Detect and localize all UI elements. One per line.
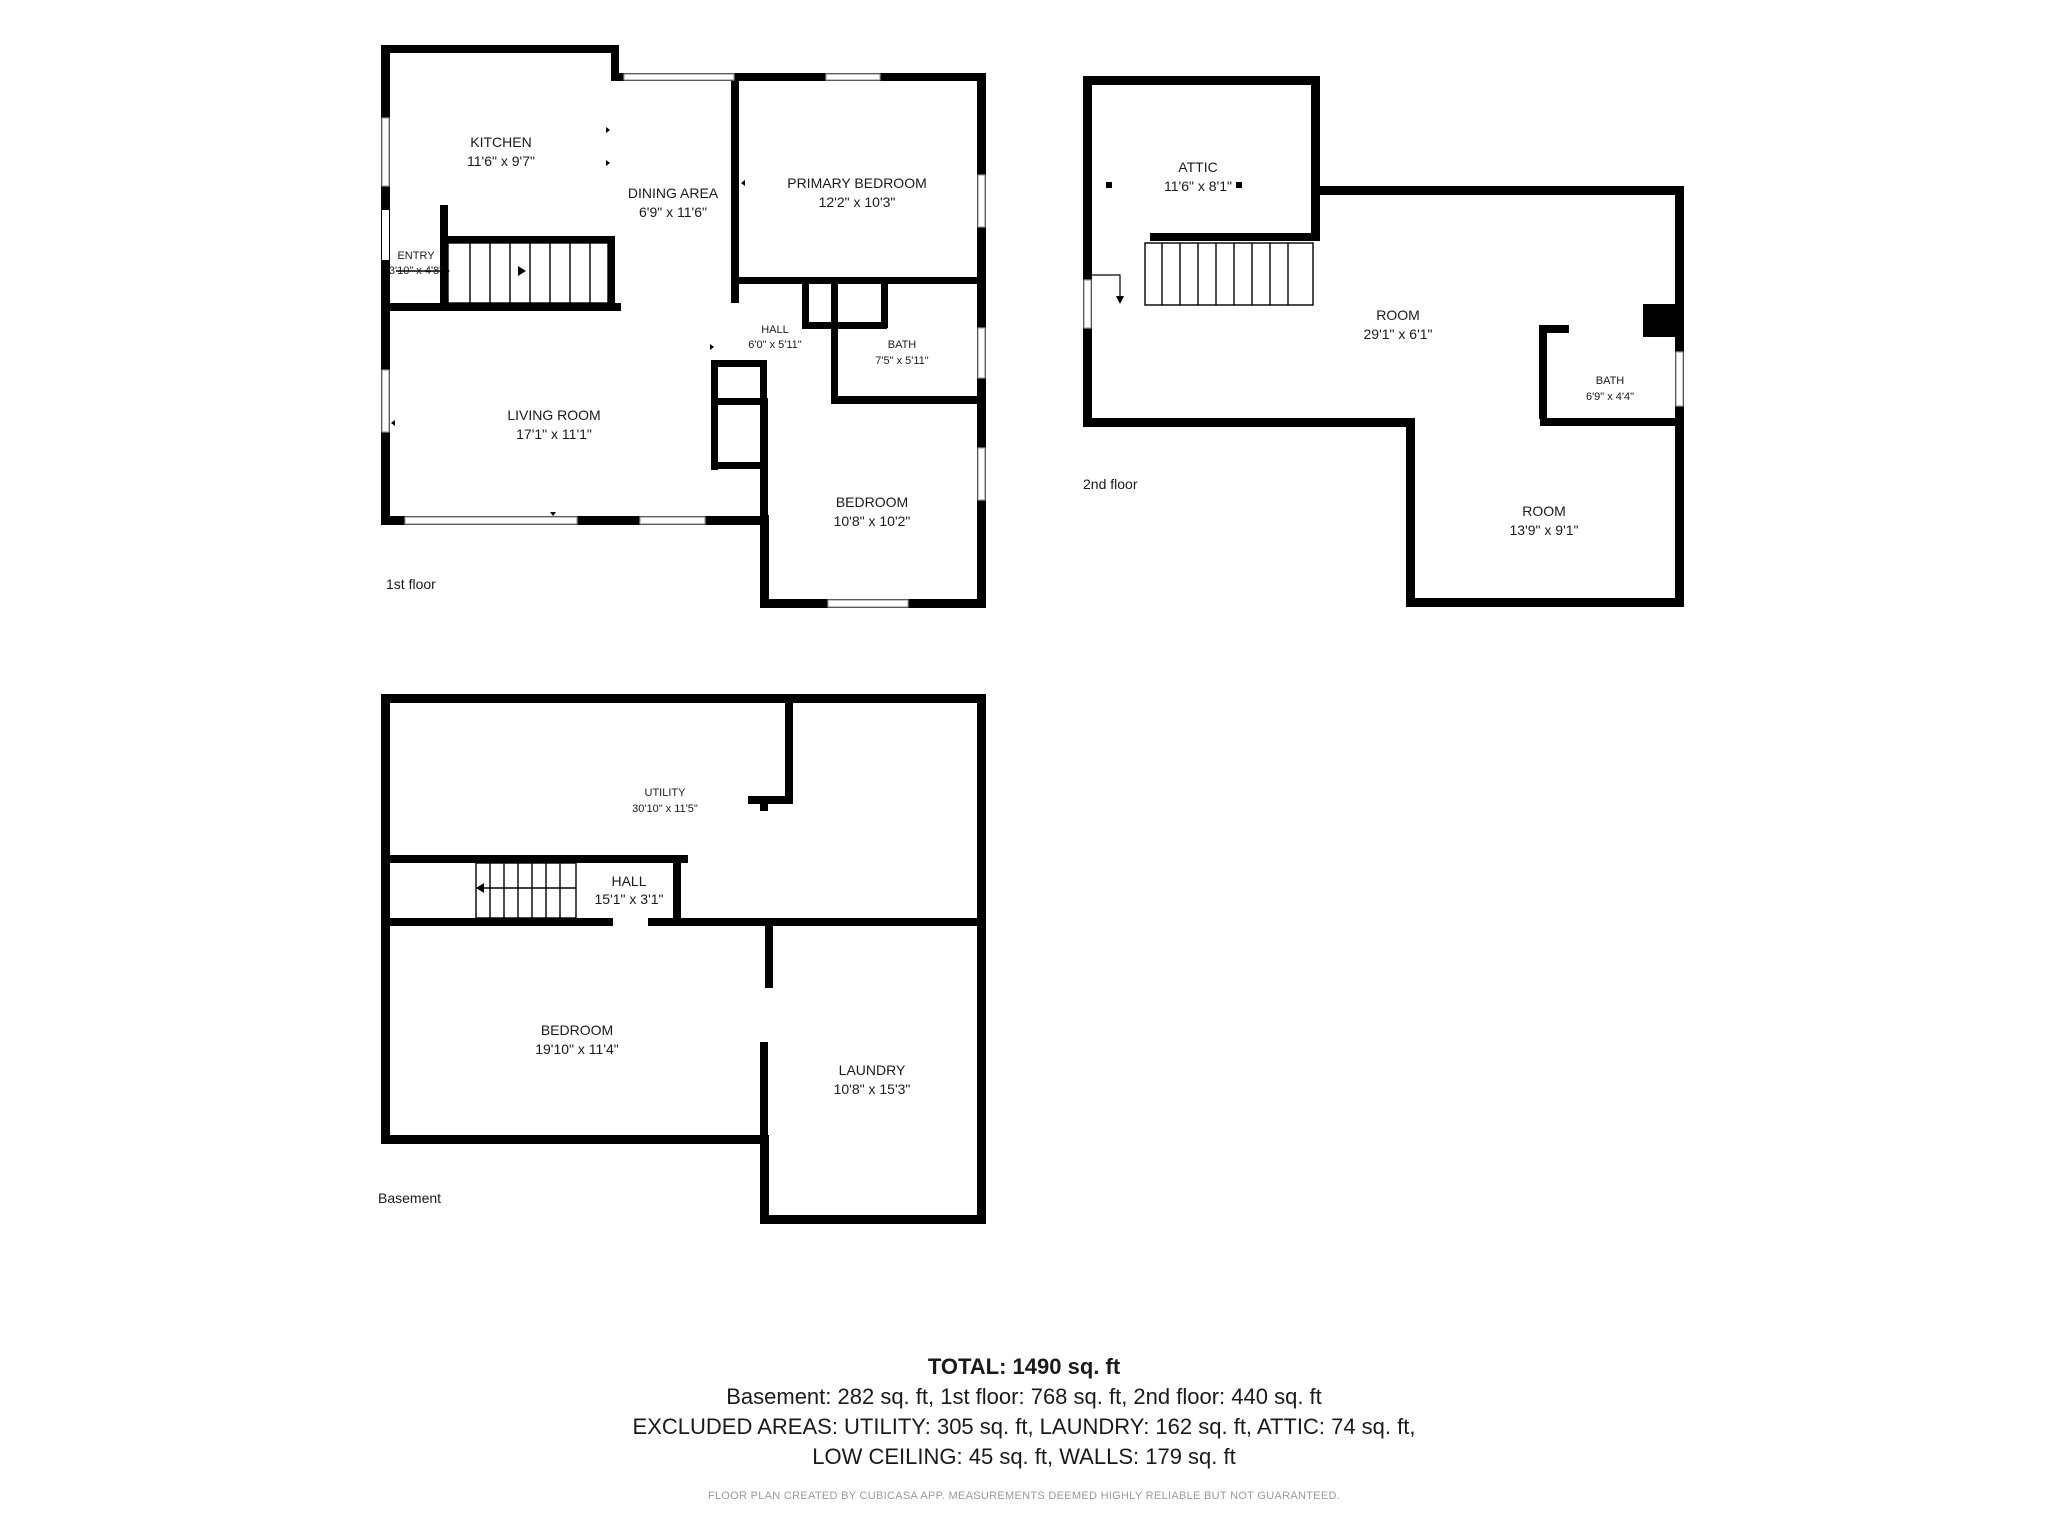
room-dims: 11'6" x 8'1": [1164, 178, 1232, 194]
room-name: HALL: [761, 324, 789, 336]
room-name: ENTRY: [397, 250, 435, 262]
room-name: LAUNDRY: [839, 1062, 906, 1078]
floor-label-basement: Basement: [378, 1190, 441, 1206]
room-name: BEDROOM: [836, 494, 908, 510]
first-floor-stairs: [396, 242, 609, 304]
room-name: DINING AREA: [628, 185, 719, 201]
room-name: UTILITY: [645, 787, 687, 799]
room-dims: 10'8" x 10'2": [834, 513, 911, 529]
room-name: ROOM: [1376, 307, 1420, 323]
room-dims: 6'9" x 4'4": [1586, 391, 1634, 403]
room-dims: 29'1" x 6'1": [1364, 326, 1433, 342]
room-name: LIVING ROOM: [507, 407, 600, 423]
excluded-areas-cont: LOW CEILING: 45 sq. ft, WALLS: 179 sq. f…: [812, 1444, 1236, 1469]
room-dims: 17'1" x 11'1": [516, 426, 592, 442]
room-name: HALL: [611, 873, 646, 889]
excluded-areas: EXCLUDED AREAS: UTILITY: 305 sq. ft, LAU…: [632, 1414, 1416, 1439]
room-name: BATH: [888, 339, 917, 351]
room-dims: 6'9" x 11'6": [639, 204, 707, 220]
room-name: BATH: [1596, 375, 1625, 387]
room-name: ATTIC: [1178, 159, 1217, 175]
room-dims: 15'1" x 3'1": [595, 891, 664, 907]
room-dims: 3'10" x 4'8": [389, 265, 443, 277]
room-dims: 10'8" x 15'3": [834, 1081, 911, 1097]
room-dims: 11'6" x 9'7": [467, 153, 535, 169]
room-dims: 6'0" x 5'11": [748, 339, 801, 351]
first-floor-plan: [381, 45, 986, 608]
floor-areas: Basement: 282 sq. ft, 1st floor: 768 sq.…: [726, 1384, 1322, 1409]
second-floor-stairs: [1092, 242, 1314, 306]
floor-label-second: 2nd floor: [1083, 476, 1138, 492]
room-dims: 7'5" x 5'11": [875, 355, 928, 367]
basement-stairs: [475, 862, 577, 919]
basement-plan: [381, 694, 986, 1224]
room-dims: 30'10" x 11'5": [632, 803, 698, 815]
room-name: BEDROOM: [541, 1022, 613, 1038]
room-dims: 13'9" x 9'1": [1510, 522, 1579, 538]
room-dims: 12'2" x 10'3": [819, 194, 896, 210]
total-area: TOTAL: 1490 sq. ft: [927, 1354, 1121, 1379]
second-floor-plan: [1083, 76, 1684, 607]
room-name: PRIMARY BEDROOM: [787, 175, 927, 191]
room-name: ROOM: [1522, 503, 1566, 519]
floor-label-first: 1st floor: [386, 576, 436, 592]
area-summary: TOTAL: 1490 sq. ft Basement: 282 sq. ft,…: [0, 1352, 2048, 1502]
disclaimer: FLOOR PLAN CREATED BY CUBICASA APP. MEAS…: [707, 1490, 1341, 1502]
room-dims: 19'10" x 11'4": [535, 1041, 619, 1057]
room-name: KITCHEN: [470, 134, 531, 150]
